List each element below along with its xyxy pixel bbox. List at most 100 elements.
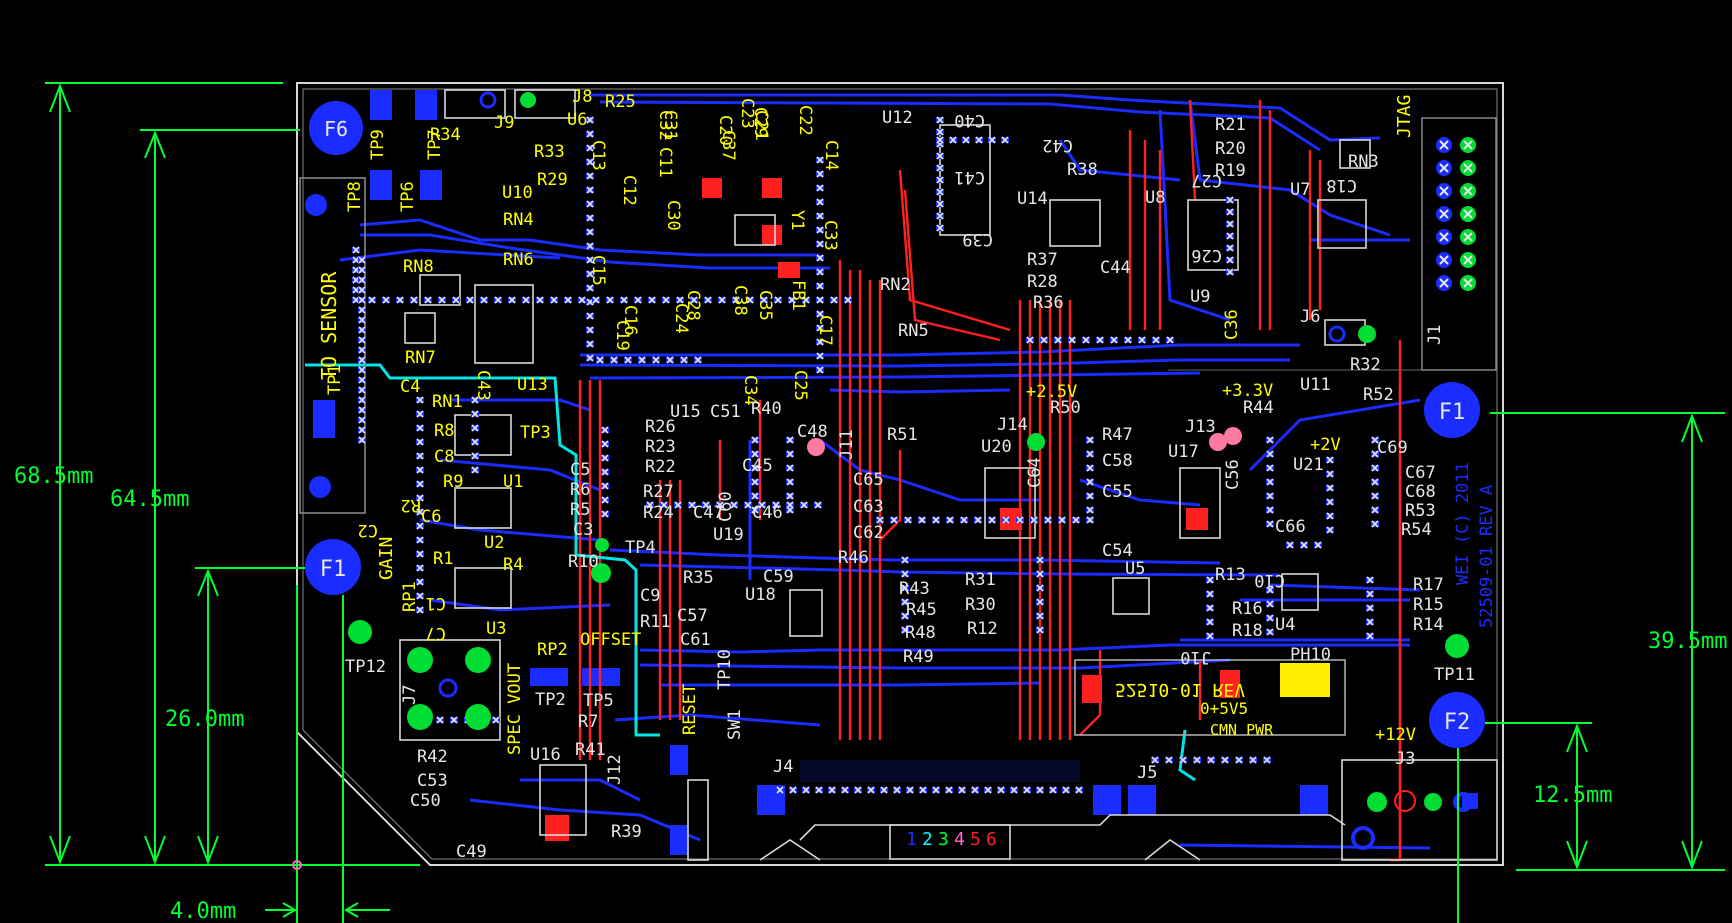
refdes-r54[interactable]: R54 <box>1401 520 1432 540</box>
refdes-u18[interactable]: U18 <box>745 585 776 605</box>
refdes-u10[interactable]: U10 <box>502 183 533 203</box>
refdes-c50[interactable]: C50 <box>410 791 441 811</box>
refdes-r34[interactable]: R34 <box>430 125 461 145</box>
refdes-u3[interactable]: U3 <box>486 619 506 639</box>
refdes-r11[interactable]: R11 <box>640 612 671 632</box>
refdes-c9[interactable]: C9 <box>640 586 660 606</box>
refdes-r2[interactable]: R2 <box>401 495 421 515</box>
refdes-c44[interactable]: C44 <box>1100 258 1131 278</box>
refdes-u5[interactable]: U5 <box>1125 559 1145 579</box>
refdes-r19[interactable]: R19 <box>1215 161 1246 181</box>
refdes-tp3[interactable]: TP3 <box>520 423 551 443</box>
refdes-r45[interactable]: R45 <box>906 600 937 620</box>
refdes-j14[interactable]: J14 <box>997 415 1028 435</box>
refdes-r46[interactable]: R46 <box>838 548 869 568</box>
refdes-c3[interactable]: C3 <box>573 520 593 540</box>
refdes-r50[interactable]: R50 <box>1050 398 1081 418</box>
refdes-fb1[interactable]: FB1 <box>788 280 808 311</box>
refdes-tp5[interactable]: TP5 <box>583 691 614 711</box>
refdes-u14[interactable]: U14 <box>1017 189 1048 209</box>
refdes-r29[interactable]: R29 <box>537 170 568 190</box>
refdes-c26[interactable]: C26 <box>1191 245 1222 265</box>
refdes-c45[interactable]: C45 <box>742 456 773 476</box>
refdes-r14[interactable]: R14 <box>1413 615 1444 635</box>
refdes-tp10[interactable]: TP10 <box>715 649 735 690</box>
refdes-u8[interactable]: U8 <box>1145 188 1165 208</box>
refdes-r24[interactable]: R24 <box>643 503 674 523</box>
refdes-r16[interactable]: R16 <box>1232 599 1263 619</box>
refdes-r21[interactable]: R21 <box>1215 115 1246 135</box>
refdes-c65[interactable]: C65 <box>853 470 884 490</box>
refdes-c51[interactable]: C51 <box>710 402 741 422</box>
refdes-j3[interactable]: J3 <box>1395 749 1415 769</box>
refdes-u11[interactable]: U11 <box>1300 375 1331 395</box>
refdes-r35[interactable]: R35 <box>683 568 714 588</box>
refdes-r48[interactable]: R48 <box>905 623 936 643</box>
refdes-c38[interactable]: C38 <box>730 285 750 316</box>
refdes-u13[interactable]: U13 <box>517 375 548 395</box>
refdes-rn2[interactable]: RN2 <box>880 275 911 295</box>
refdes-r8[interactable]: R8 <box>434 421 454 441</box>
refdes-j11[interactable]: J11 <box>837 429 857 460</box>
refdes-rp2[interactable]: RP2 <box>537 640 568 660</box>
refdes-rn3[interactable]: RN3 <box>1348 152 1379 172</box>
refdes-c34[interactable]: C34 <box>740 375 760 406</box>
refdes-u15[interactable]: U15 <box>670 402 701 422</box>
refdes-r41[interactable]: R41 <box>575 740 606 760</box>
refdes-c28[interactable]: C28 <box>683 290 703 321</box>
refdes-r18[interactable]: R18 <box>1232 621 1263 641</box>
refdes-j13[interactable]: J13 <box>1185 417 1216 437</box>
refdes-j4[interactable]: J4 <box>773 757 793 777</box>
refdes-r44[interactable]: R44 <box>1243 398 1274 418</box>
refdes-r10[interactable]: R10 <box>568 552 599 572</box>
refdes-c56[interactable]: C56 <box>1223 459 1243 490</box>
refdes-c14[interactable]: C14 <box>821 140 841 171</box>
refdes-c36[interactable]: C36 <box>1222 309 1242 340</box>
refdes-tp4[interactable]: TP4 <box>625 538 656 558</box>
refdes-r12[interactable]: R12 <box>967 619 998 639</box>
refdes-u16[interactable]: U16 <box>530 745 561 765</box>
refdes-tp8[interactable]: TP8 <box>345 181 365 212</box>
refdes-r36[interactable]: R36 <box>1033 293 1064 313</box>
refdes-r51[interactable]: R51 <box>887 425 918 445</box>
refdes-r52[interactable]: R52 <box>1363 385 1394 405</box>
refdes-u9[interactable]: U9 <box>1190 287 1210 307</box>
refdes-c37[interactable]: C37 <box>718 130 738 161</box>
refdes-j12[interactable]: J12 <box>605 754 625 785</box>
refdes-c8[interactable]: C8 <box>434 447 454 467</box>
refdes-r42[interactable]: R42 <box>417 747 448 767</box>
refdes-r49[interactable]: R49 <box>903 647 934 667</box>
refdes-rn1[interactable]: RN1 <box>432 392 463 412</box>
refdes-c61[interactable]: C61 <box>680 630 711 650</box>
refdes-c57[interactable]: C57 <box>677 606 708 626</box>
refdes-c66[interactable]: C66 <box>1275 517 1306 537</box>
refdes-tp2[interactable]: TP2 <box>535 690 566 710</box>
refdes-tp12[interactable]: TP12 <box>345 657 386 677</box>
refdes-j6[interactable]: J6 <box>1300 307 1320 327</box>
refdes-c53[interactable]: C53 <box>417 771 448 791</box>
refdes-rn5[interactable]: RN5 <box>898 321 929 341</box>
refdes-c21[interactable]: C21 <box>751 110 771 141</box>
refdes-c59[interactable]: C59 <box>763 567 794 587</box>
refdes-c68[interactable]: C68 <box>1405 482 1436 502</box>
refdes-u12[interactable]: U12 <box>882 108 913 128</box>
refdes-c41[interactable]: C41 <box>954 167 985 187</box>
refdes-c67[interactable]: C67 <box>1405 463 1436 483</box>
refdes-c60[interactable]: C60 <box>716 491 736 522</box>
refdes-c27[interactable]: C27 <box>1191 170 1222 190</box>
refdes-rp1[interactable]: RP1 <box>400 581 420 612</box>
refdes-r9[interactable]: R9 <box>443 472 463 492</box>
refdes-r33[interactable]: R33 <box>534 142 565 162</box>
refdes-c32[interactable]: C32 <box>655 110 675 141</box>
refdes-c29[interactable]: C29 <box>750 107 770 138</box>
refdes-r25[interactable]: R25 <box>605 92 636 112</box>
refdes-c39[interactable]: C39 <box>962 229 993 249</box>
refdes-rn6[interactable]: RN6 <box>503 250 534 270</box>
refdes-r39[interactable]: R39 <box>611 822 642 842</box>
refdes-c55[interactable]: C55 <box>1102 482 1133 502</box>
refdes-c5[interactable]: C5 <box>570 460 590 480</box>
refdes-c30[interactable]: C30 <box>663 200 683 231</box>
refdes-r17[interactable]: R17 <box>1413 575 1444 595</box>
refdes-c18[interactable]: C18 <box>1326 175 1357 195</box>
refdes-c16[interactable]: C16 <box>620 305 640 336</box>
